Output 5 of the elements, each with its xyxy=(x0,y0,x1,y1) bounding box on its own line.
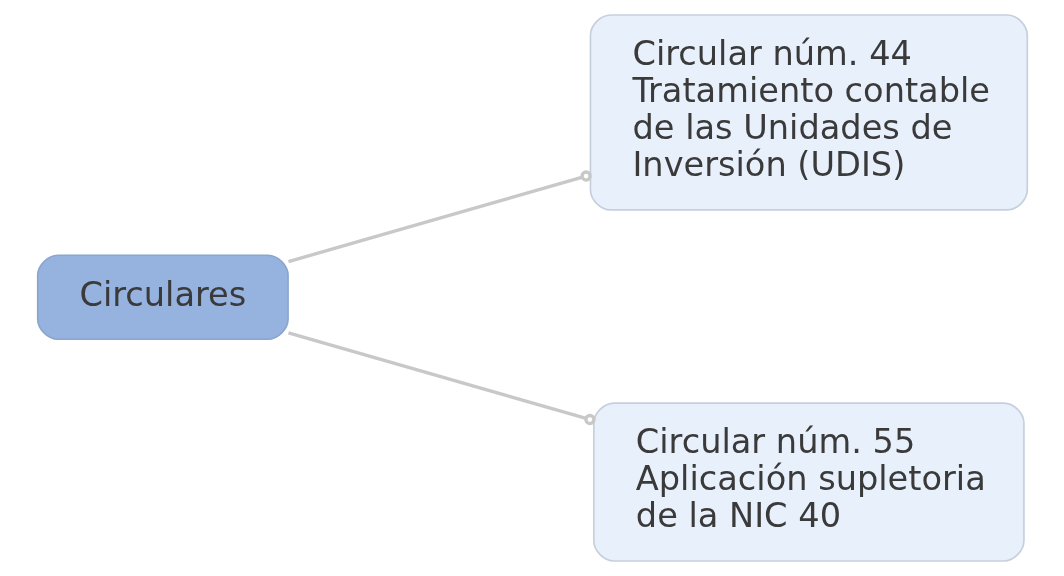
connector xyxy=(287,170,592,264)
node-box: Circulares xyxy=(36,254,289,341)
connector xyxy=(287,331,596,426)
node-box: Circular núm. 44 Tratamiento contable de las Unidades de Inversión (UDIS) xyxy=(589,14,1028,211)
node-box: Circular núm. 55 Aplicación supletoria de la NIC 40 xyxy=(592,402,1025,562)
